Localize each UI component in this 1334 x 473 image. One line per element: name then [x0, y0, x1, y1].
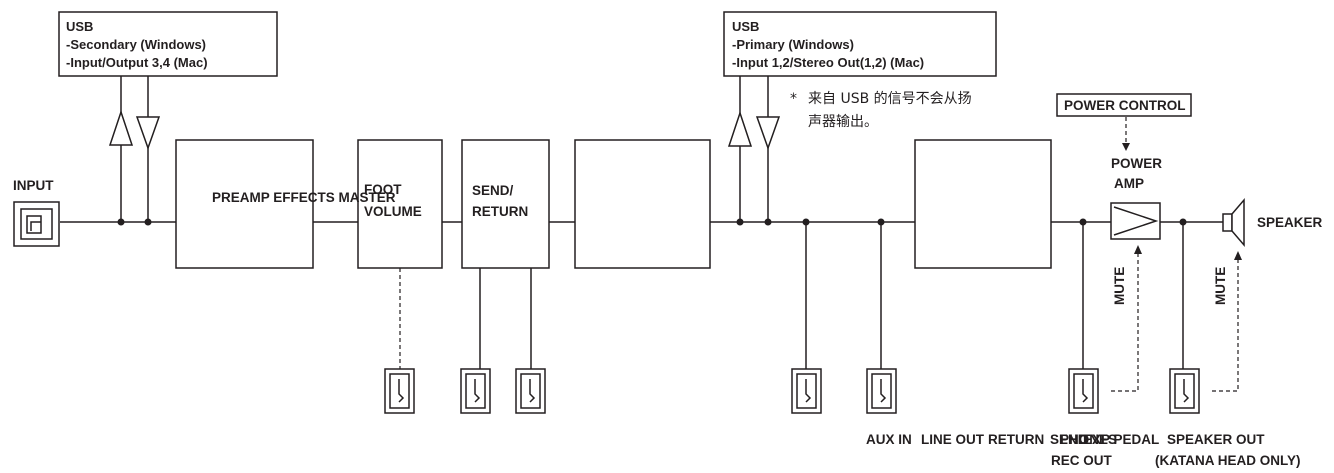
speaker-out-label: SPEAKER OUT [1167, 432, 1265, 447]
katana-head-only-label: (KATANA HEAD ONLY) [1155, 453, 1301, 468]
foot-volume-label-1: FOOT [364, 182, 402, 197]
jack-icon [515, 368, 546, 414]
usb-primary-line2: -Input 1,2/Stereo Out(1,2) (Mac) [732, 55, 924, 70]
usb-primary-box: USB -Primary (Windows) -Input 1,2/Stereo… [723, 11, 997, 77]
note-line1: 来自 USB 的信号不会从扬 [808, 91, 972, 107]
line-out-label: LINE OUT [921, 432, 985, 447]
jack-icon [1169, 368, 1200, 414]
power-control-box: POWER CONTROL [1056, 93, 1192, 117]
mute-arrow-icon-right [1234, 251, 1242, 260]
send-return-label-1: SEND/ [472, 183, 514, 198]
input-label: INPUT [13, 178, 54, 193]
power-amp-icon [1110, 202, 1161, 240]
note-asterisk: * [790, 91, 797, 107]
return-label: RETURN [988, 432, 1044, 447]
usb-primary-up-triangle-icon [727, 110, 753, 147]
foot-volume-block [357, 139, 443, 269]
send-return-block [461, 139, 550, 269]
jack-icon [791, 368, 822, 414]
jack-icon [1068, 368, 1099, 414]
usb-secondary-up-triangle-icon [108, 109, 134, 146]
usb-secondary-box: USB -Secondary (Windows) -Input/Output 3… [58, 11, 278, 77]
power-amp-label-1: POWER [1111, 156, 1162, 171]
usb-secondary-line1: -Secondary (Windows) [66, 37, 206, 52]
preamp-effects-master-label: PREAMP EFFECTS MASTER [212, 190, 396, 205]
speaker-icon [1222, 197, 1245, 248]
mute-arrow-icon-left [1134, 245, 1142, 254]
usb-primary-title: USB [732, 19, 759, 34]
rec-out-label: REC OUT [1051, 453, 1113, 468]
send-return-label-2: RETURN [472, 204, 528, 219]
power-amp-label-2: AMP [1114, 176, 1144, 191]
usb-secondary-down-triangle-icon [135, 116, 161, 151]
phones-label: PHONES [1060, 432, 1117, 447]
usb-primary-line1: -Primary (Windows) [732, 37, 854, 52]
usb-secondary-title: USB [66, 19, 93, 34]
jack-icon [866, 368, 897, 414]
speaker-label: SPEAKER [1257, 215, 1323, 230]
blank-block-2 [914, 139, 1052, 269]
aux-in-label: AUX IN [866, 432, 912, 447]
power-control-arrow-icon [1122, 143, 1130, 151]
usb-secondary-line2: -Input/Output 3,4 (Mac) [66, 55, 208, 70]
jack-icon [460, 368, 491, 414]
mute-label-right: MUTE [1213, 267, 1228, 305]
preamp-block [175, 139, 314, 269]
jack-icon [384, 368, 415, 414]
foot-volume-label-2: VOLUME [364, 204, 422, 219]
exp-pedal-label: EXP PEDAL [1083, 432, 1159, 447]
blank-block-1 [574, 139, 711, 269]
usb-note: * 来自 USB 的信号不会从扬 声器输出。 [790, 91, 972, 130]
note-line2: 声器输出。 [808, 114, 878, 130]
send-label: SEND [1050, 432, 1088, 447]
power-control-label: POWER CONTROL [1064, 98, 1186, 113]
mute-label-left: MUTE [1112, 267, 1127, 305]
usb-primary-down-triangle-icon [755, 116, 781, 151]
input-jack-icon [13, 201, 60, 247]
